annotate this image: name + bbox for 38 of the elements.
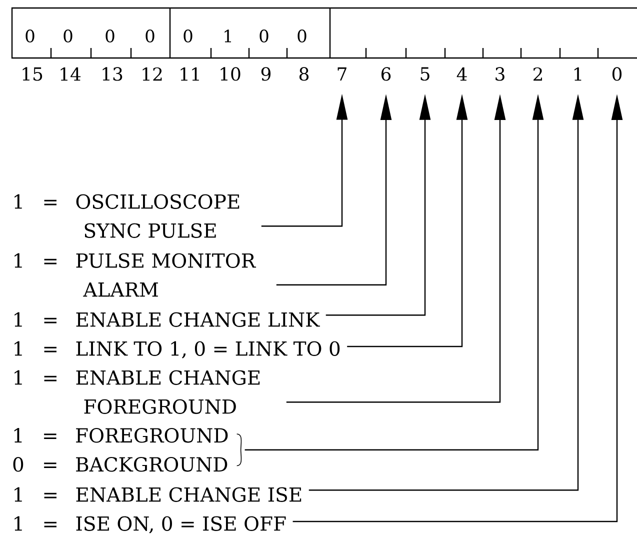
bit-number: 2 (534, 67, 542, 81)
bit-number: 4 (456, 67, 467, 81)
register-digit: 0 (260, 30, 268, 42)
bit-number: 12 (142, 67, 162, 81)
register-digit: 0 (184, 30, 192, 42)
bit-number: 9 (261, 67, 271, 81)
bit-number: 10 (220, 67, 240, 81)
bit-number: 15 (22, 67, 42, 81)
register-digit: 0 (64, 30, 72, 42)
node-label: BACKGROUND (76, 456, 228, 472)
bit-number: 11 (180, 67, 199, 81)
description-text: 1 = OSCILLOSCOPE SYNC PULSE (14, 194, 240, 238)
node-label: 1 (14, 428, 22, 442)
bit-number: 6 (381, 67, 391, 81)
description-text: 1 = ENABLE CHANGE ISE (14, 487, 302, 502)
bit-number: 5 (420, 67, 430, 81)
bit-number: 3 (496, 67, 504, 81)
register-digit: 0 (146, 30, 154, 42)
register-digit: 1 (224, 30, 231, 42)
brace: 1 = FOREGROUND 0 = BACKGROUND (13, 428, 242, 472)
register-digit: 0 (298, 30, 306, 42)
node-label: 0 (13, 456, 24, 472)
bit-number: 13 (102, 67, 122, 81)
description-text: 1 = PULSE MONITOR ALARM (14, 253, 256, 297)
bit-number: 8 (299, 67, 309, 81)
bit-number: 1 (574, 67, 582, 81)
bit-number: 14 (60, 67, 81, 81)
node-label: = (44, 462, 56, 468)
description-text: 1 = ENABLE CHANGE FOREGROUND (14, 370, 260, 414)
node-label: FOREGROUND (76, 428, 228, 443)
register-digit: 0 (106, 30, 114, 42)
description-text: 1 = ENABLE CHANGE LINK (14, 312, 320, 327)
bit-number: 7 (338, 67, 346, 81)
description-text: 1 = ISE ON, 0 = ISE OFF (14, 516, 286, 534)
register-digit: 0 (26, 30, 34, 42)
node-label: = (44, 434, 56, 440)
description-text: 1 = LINK TO 1, 0 = LINK TO 0 (14, 341, 340, 358)
bit-number: 0 (612, 67, 622, 81)
